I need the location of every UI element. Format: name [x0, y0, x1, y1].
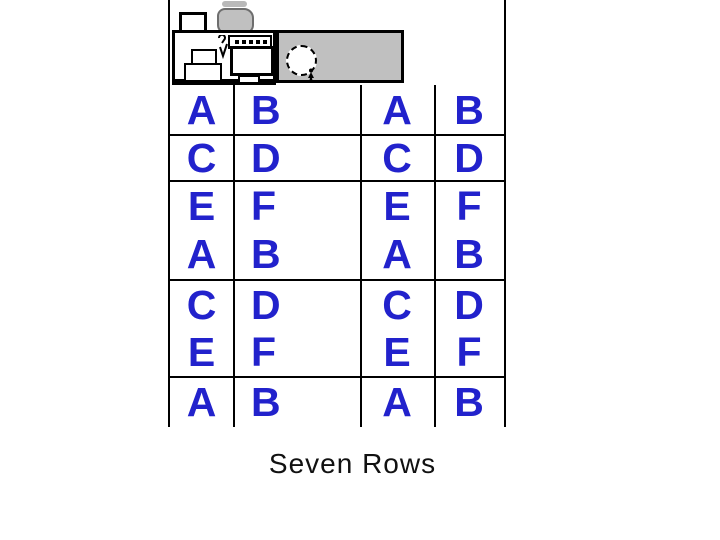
table-row: A B A B — [170, 87, 504, 134]
table-cell: B — [454, 379, 484, 425]
table-left-border — [168, 0, 170, 427]
table-cell: A — [186, 379, 217, 425]
table-cell: D — [251, 136, 281, 180]
table-cell: C — [382, 281, 412, 328]
table-column-divider — [434, 85, 436, 427]
table-cell: C — [186, 281, 217, 328]
table-cell: A — [186, 87, 217, 133]
table-cell: B — [454, 87, 484, 133]
table-cell: B — [251, 87, 281, 133]
person-icon — [308, 68, 314, 83]
table-cell: E — [187, 329, 216, 375]
table-cell: C — [382, 136, 412, 180]
table-column-divider — [360, 85, 362, 427]
table-cell: E — [187, 182, 216, 229]
table-cell: B — [251, 231, 281, 277]
table-cell: A — [382, 87, 412, 133]
table-cell: A — [186, 231, 217, 277]
table-row-divider — [168, 134, 506, 136]
table-column-divider — [233, 85, 235, 427]
table-cell: E — [383, 182, 411, 229]
clipart-office-machine — [0, 0, 720, 100]
table-cell: F — [456, 182, 482, 229]
table-cell: F — [456, 329, 482, 375]
demo-table: A B A B C D C D E F E F A B A B C D C D — [168, 0, 506, 427]
table-row: C D C D — [170, 136, 504, 180]
table-cell: B — [454, 231, 484, 277]
table-row-divider — [168, 180, 506, 182]
copier-machine-icon — [172, 30, 276, 85]
table-row-divider — [168, 376, 506, 378]
cable-icon — [218, 35, 228, 60]
table-cell: C — [186, 136, 217, 180]
table-row: E F E F — [170, 329, 504, 376]
paper-tray-icon — [184, 63, 222, 82]
table-cell: F — [251, 329, 277, 375]
jar-icon — [217, 8, 254, 34]
table-row: E F E F — [170, 182, 504, 230]
scanner-panel — [276, 30, 404, 83]
table-cell: A — [382, 231, 412, 277]
printer-icon — [230, 46, 274, 76]
printer-foot — [238, 75, 260, 84]
jar-lid-icon — [222, 1, 247, 7]
printer-dashes — [235, 40, 267, 44]
caption: Seven Rows — [268, 448, 437, 479]
table-cell: E — [383, 329, 411, 375]
table-row: A B A B — [170, 378, 504, 427]
table-cell: F — [251, 182, 277, 229]
table-cell: D — [454, 136, 484, 180]
table-cell: A — [382, 379, 412, 425]
table-cell: B — [251, 379, 281, 425]
dashed-circle-icon — [286, 45, 317, 76]
table-cell: D — [251, 281, 281, 328]
table-row: A B A B — [170, 230, 504, 279]
table-row-divider — [168, 279, 506, 281]
table-right-border — [504, 0, 506, 427]
table-cell: D — [454, 281, 484, 328]
table-row: C D C D — [170, 281, 504, 329]
